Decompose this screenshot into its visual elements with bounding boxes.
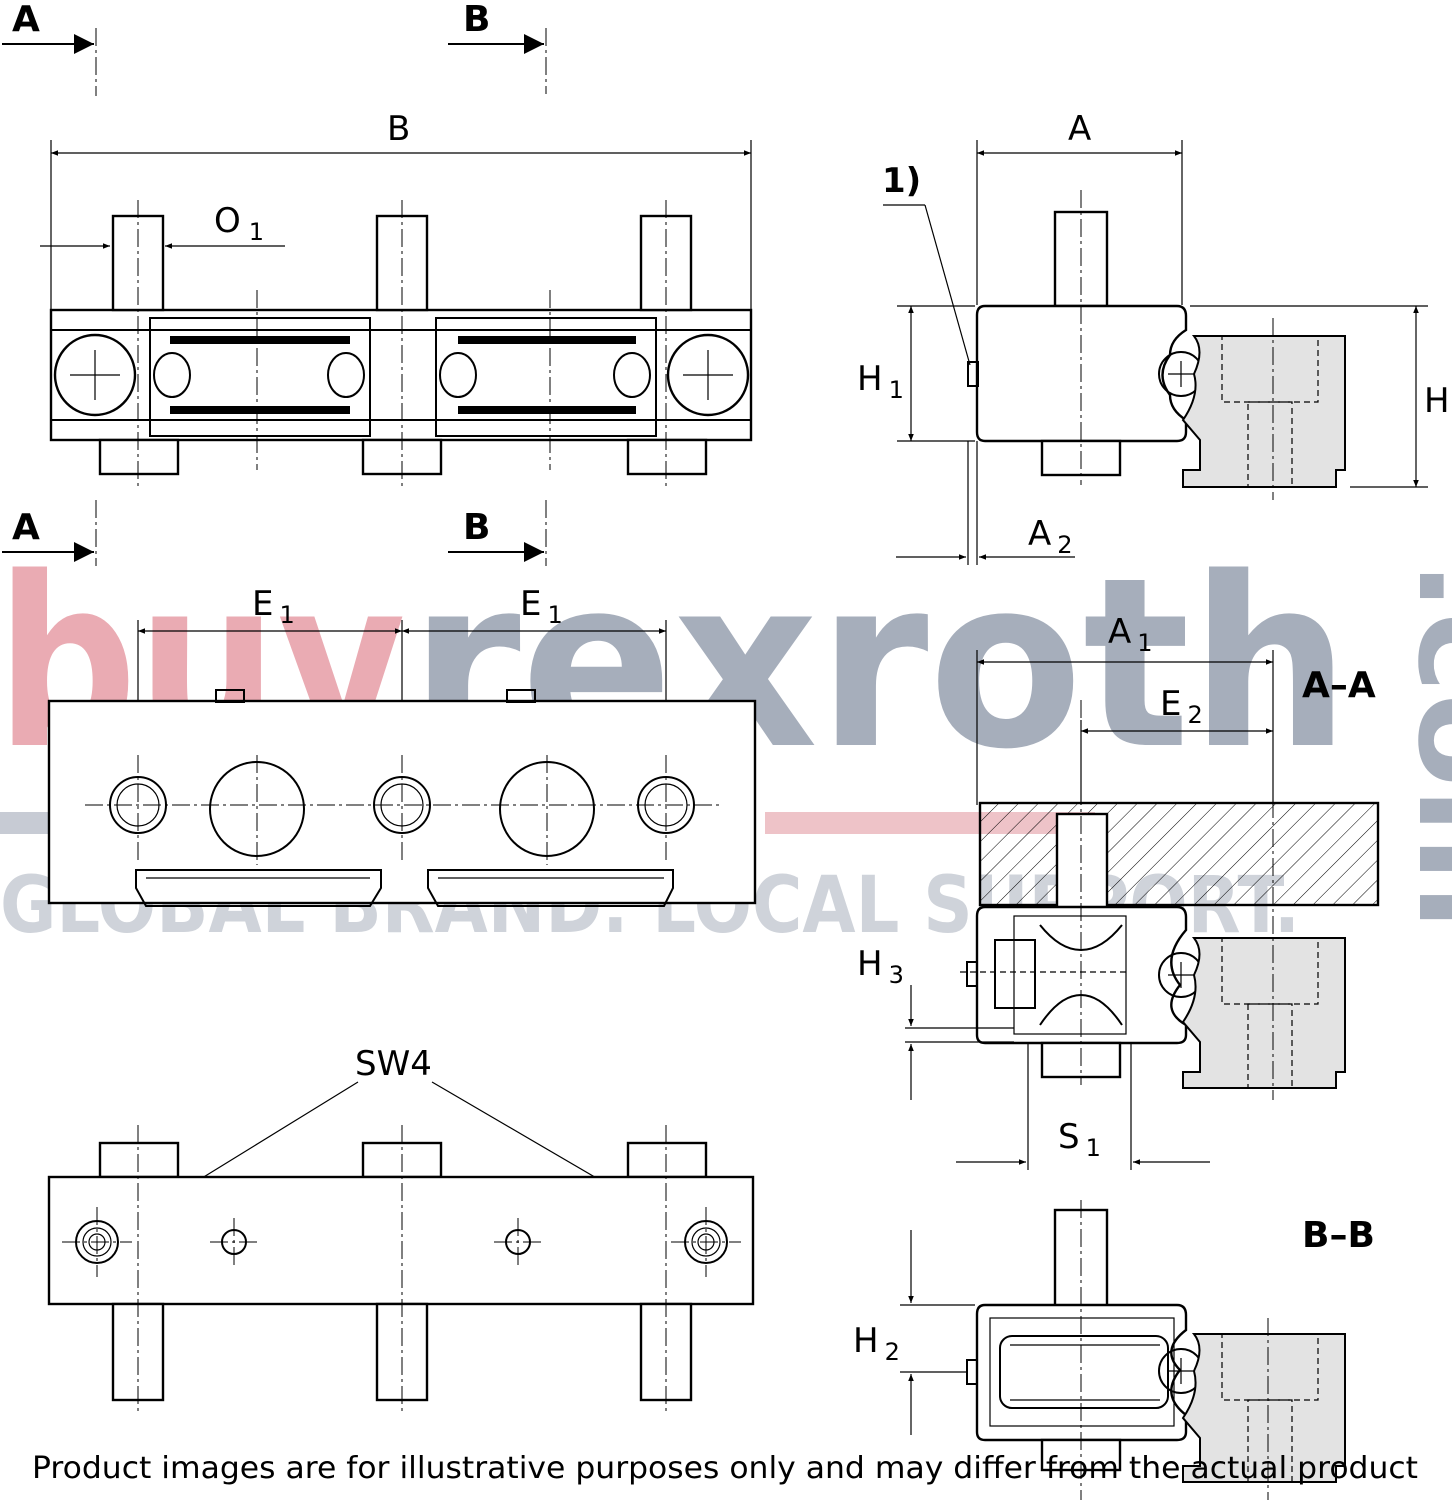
- section-marker-b-top-label: B: [463, 0, 490, 40]
- footer-disclaimer: Product images are for illustrative purp…: [32, 1451, 1418, 1486]
- note-callout: 1): [882, 161, 921, 201]
- section-marker-b-top: B: [448, 0, 547, 94]
- section-marker-a-mid-label: A: [12, 507, 40, 548]
- section-bb-title: B–B: [1302, 1215, 1375, 1256]
- dim-A: A: [1068, 109, 1091, 149]
- watermark-brand-com: .com: [1390, 560, 1452, 930]
- section-marker-a-top-label: A: [12, 0, 40, 40]
- callout-sw4: SW4: [355, 1044, 432, 1084]
- dim-H: H: [1424, 381, 1450, 421]
- section-aa-title: A–A: [1302, 665, 1376, 706]
- dim-B: B: [387, 109, 410, 149]
- section-marker-b-mid: B: [448, 500, 547, 566]
- section-marker-a-mid: A: [2, 500, 97, 566]
- section-marker-b-mid-label: B: [463, 507, 490, 548]
- bottom-view: SW4: [47, 1044, 755, 1415]
- section-marker-a-top: A: [2, 0, 97, 96]
